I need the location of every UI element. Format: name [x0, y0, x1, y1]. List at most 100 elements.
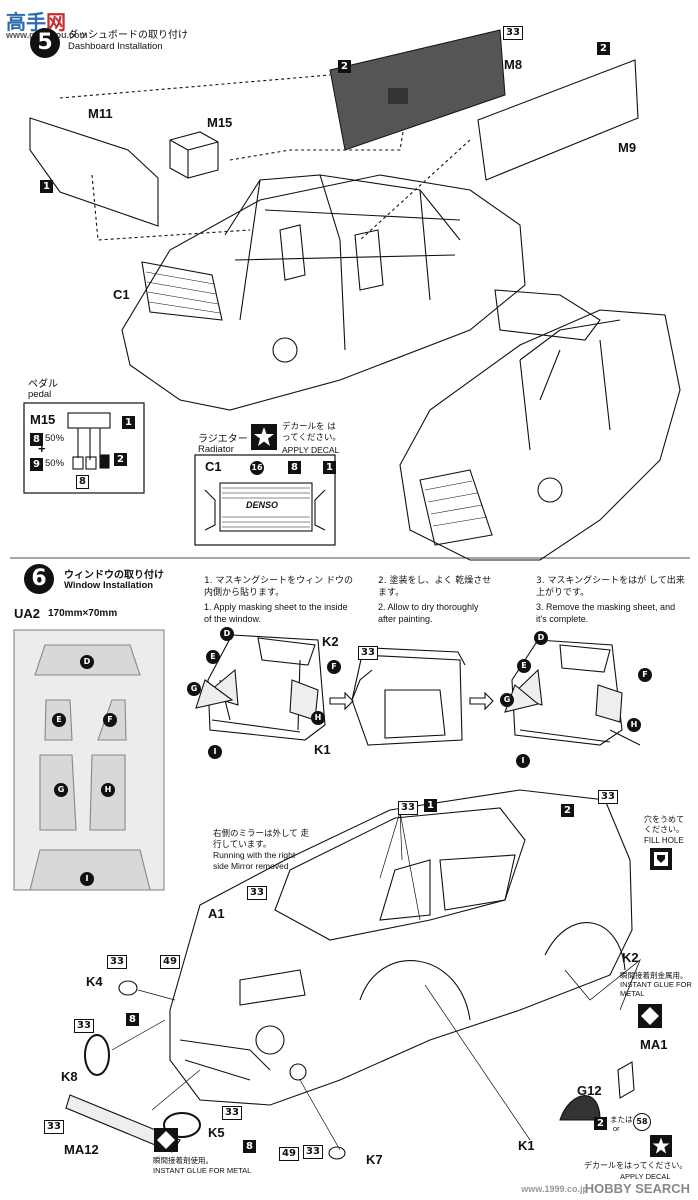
win1-k1: K1	[314, 742, 331, 757]
apply-decal-star-icon	[251, 424, 277, 450]
body-color-1: 1	[424, 799, 437, 812]
win1-h: H	[311, 711, 325, 725]
fill-hole-icon	[650, 848, 672, 870]
radiator-color-1: 1	[323, 461, 336, 474]
part-m11: M11	[88, 106, 113, 121]
win3-i: I	[516, 754, 530, 768]
win1-g: G	[187, 682, 201, 696]
body-color-2: 2	[561, 804, 574, 817]
win1-i: I	[208, 745, 222, 759]
k7-color-33: 33	[303, 1145, 323, 1159]
win3-h: H	[627, 718, 641, 732]
part-m8: M8	[504, 57, 523, 72]
pedal-color-1: 1	[122, 416, 135, 429]
pedal-mix-b-pct: 50%	[45, 458, 65, 469]
pedal-part-m15: M15	[30, 412, 56, 427]
radiator-title-jp: ラジエター	[198, 434, 248, 445]
k5-color-33: 33	[222, 1106, 242, 1120]
step-5-title-jp: ダッシュボードの取り付け	[68, 30, 188, 41]
part-a1: A1	[208, 906, 225, 921]
win3-f: F	[638, 668, 652, 682]
part-m9: M9	[618, 140, 637, 155]
color-mark-33: 33	[503, 26, 523, 40]
part-m15: M15	[207, 115, 233, 130]
glue-en: INSTANT GLUE FOR METAL	[153, 1166, 252, 1175]
instruction-3-jp: 3. マスキングシートをはが して出来上がりです。	[536, 576, 685, 598]
radiator-decal-16: 16	[250, 461, 264, 475]
step-5-badge: 5	[30, 28, 60, 58]
pedal-mix-a: 8	[30, 433, 43, 446]
win2-color-33: 33	[358, 646, 378, 660]
step-6-title-en: Window Installation	[64, 580, 154, 591]
radiator-brand: DENSO	[246, 500, 279, 510]
mask-piece-f: F	[103, 713, 117, 727]
mask-piece-e: E	[52, 713, 66, 727]
radiator-part-c1: C1	[205, 459, 222, 474]
part-k8: K8	[61, 1069, 78, 1084]
part-c1: C1	[113, 287, 130, 302]
win3-d: D	[534, 631, 548, 645]
glue-jp: 瞬間接着剤使用。	[153, 1156, 213, 1165]
radiator-decal-en: APPLY DECAL	[282, 445, 340, 455]
win3-g: G	[500, 693, 514, 707]
part-k4: K4	[86, 974, 103, 989]
glue-diamond-icon	[154, 1128, 178, 1152]
win1-f: F	[327, 660, 341, 674]
instruction-3-en: 3. Remove the masking sheet, and it's co…	[536, 602, 676, 624]
pedal-mix-a-pct: 50%	[45, 433, 65, 444]
color-mark-1: 1	[40, 180, 53, 193]
k4-color-8: 8	[126, 1013, 139, 1026]
body-color-33-a: 33	[398, 801, 418, 815]
part-k5: K5	[208, 1125, 225, 1140]
part-ma1: MA1	[640, 1037, 668, 1052]
or-en: or	[613, 1124, 620, 1133]
step-6-title-jp: ウィンドウの取り付け	[64, 570, 164, 581]
step-6-badge: 6	[24, 564, 54, 594]
win3-e: E	[517, 659, 531, 673]
glue-metal-jp: 瞬間接着剤金属用。	[620, 971, 688, 980]
glue-metal-en: INSTANT GLUE FOR METAL	[620, 980, 692, 998]
win1-k2: K2	[322, 634, 339, 649]
m11-panel	[29, 117, 159, 227]
body-color-33-c: 33	[247, 886, 267, 900]
part-k1: K1	[518, 1138, 535, 1153]
mask-sheet-part: UA2	[14, 606, 41, 621]
watermark-brand: HOBBY SEARCH	[584, 1181, 690, 1196]
m9-panel	[477, 59, 639, 181]
mirror-note-en: Running with the right side Mirror remov…	[213, 850, 296, 871]
instruction-2-en: 2. Allow to dry thoroughly after paintin…	[378, 602, 479, 624]
glue-metal-diamond-icon	[638, 1004, 662, 1028]
g12-color-2: 2	[594, 1117, 607, 1130]
radiator-title-en: Radiator	[198, 444, 234, 455]
part-k7: K7	[366, 1152, 383, 1167]
pedal-plus: +	[38, 441, 46, 456]
part-ma12: MA12	[64, 1142, 99, 1157]
mirror-note-jp: 右側のミラーは外して 走行しています。	[213, 829, 309, 850]
fill-hole-jp: 穴をうめて ください。	[644, 815, 684, 834]
g12-color-58: 58	[633, 1113, 651, 1131]
fill-hole-en: FILL HOLE	[644, 836, 684, 845]
instruction-1-jp: 1. マスキングシートをウィン ドウの内側から貼ります。	[204, 576, 354, 598]
instruction-2-jp: 2. 塗装をし、よく 乾燥させます。	[378, 576, 492, 598]
pedal-title-jp: ペダル	[28, 379, 58, 390]
color-mark-2b: 2	[597, 42, 610, 55]
watermark-url-bottom: www.1999.co.jp	[521, 1184, 588, 1194]
pedal-mix-b: 9	[30, 458, 43, 471]
g12-decal-star-icon	[650, 1135, 672, 1157]
g12-decal-en: APPLY DECAL	[620, 1172, 671, 1181]
part-g12: G12	[577, 1083, 602, 1098]
mask-piece-d: D	[80, 655, 94, 669]
pedal-title-en: pedal	[28, 389, 52, 400]
win1-d: D	[220, 627, 234, 641]
part-k2: K2	[622, 950, 639, 965]
pedal-color-2: 2	[114, 453, 127, 466]
ma12-color-33: 33	[44, 1120, 64, 1134]
k8-color-33: 33	[74, 1019, 94, 1033]
g12-decal-jp: デカールをはってください。	[584, 1161, 688, 1170]
win1-e: E	[206, 650, 220, 664]
radiator-decal-jp: デカールを はってください。	[282, 422, 341, 443]
body-color-33-b: 33	[598, 790, 618, 804]
or-jp: または	[610, 1115, 633, 1124]
pedal-color-8: 8	[76, 475, 89, 489]
